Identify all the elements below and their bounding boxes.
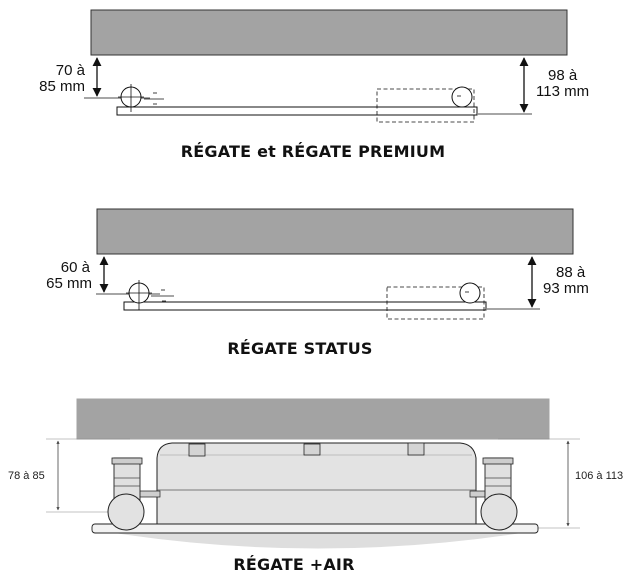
right-roller (459, 282, 481, 304)
section-regate-premium: 70 à 85 mm 98 à 113 mm RÉGATE et RÉGATE … (39, 9, 589, 161)
right-dimension-line-2: 93 mm (543, 280, 589, 297)
left-dimension-line-2: 65 mm (46, 275, 92, 292)
left-dimension-line-2: 85 mm (39, 78, 85, 95)
left-dimension-line-1: 70 à (56, 62, 86, 79)
left-roller (126, 280, 174, 310)
section-regate-plus-air: 78 à 85 106 à 113 RÉGATE +AIR (8, 398, 623, 574)
right-roller (451, 86, 473, 108)
right-dimension-line-2: 113 mm (536, 83, 589, 100)
mounting-panel (116, 106, 478, 116)
dashed-outline (386, 286, 485, 320)
mounting-panel (123, 301, 487, 311)
air-conditioning-unit (91, 442, 539, 549)
section-caption: RÉGATE STATUS (227, 339, 372, 358)
section-caption: RÉGATE et RÉGATE PREMIUM (181, 142, 446, 161)
section-regate-status: 60 à 65 mm 88 à 93 mm RÉGATE STATUS (46, 208, 589, 358)
left-dimension-line-1: 60 à (61, 259, 91, 276)
left-roller (118, 84, 164, 112)
ceiling-slab (96, 208, 574, 255)
dashed-outline (376, 88, 475, 123)
left-dimension-label: 78 à 85 (8, 470, 45, 482)
right-dimension-line-1: 98 à (548, 67, 578, 84)
ceiling-slab (90, 9, 568, 56)
ceiling-slab (76, 398, 550, 440)
section-caption: RÉGATE +AIR (233, 555, 354, 574)
right-dimension-label: 106 à 113 (575, 470, 623, 482)
right-dimension-line-1: 88 à (556, 264, 586, 281)
